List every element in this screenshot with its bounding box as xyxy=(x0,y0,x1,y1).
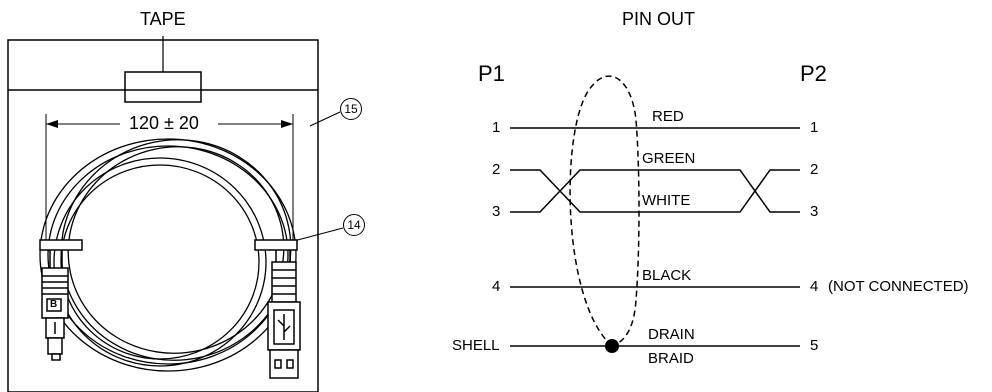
pin-left-1: 1 xyxy=(492,119,501,136)
dimension-label: 120 ± 20 xyxy=(129,113,199,133)
cable-coil-outer-b xyxy=(47,145,289,365)
connector-b-label: B xyxy=(50,299,58,310)
callout-bag: 15 xyxy=(340,98,362,120)
callout-14-leader xyxy=(289,227,344,243)
pin-right-1: 1 xyxy=(810,119,819,136)
cable-tie-left xyxy=(39,239,83,251)
pin-left-shell: SHELL xyxy=(452,337,500,354)
cable-coil-mid-b xyxy=(60,164,260,360)
shield-drain-junction xyxy=(605,339,619,353)
pin-right-3: 3 xyxy=(810,203,819,220)
wire-label-black: BLACK xyxy=(642,267,692,284)
pin-left-3: 3 xyxy=(492,203,501,220)
usb-a-connector xyxy=(267,250,301,379)
cable-coil-outer xyxy=(39,138,297,372)
wire-white xyxy=(510,169,800,213)
dim-arrow-left xyxy=(46,120,58,128)
cable-tie-right xyxy=(254,239,298,251)
callout-15-leader xyxy=(309,111,341,127)
pinout-schematic xyxy=(510,75,800,353)
wire-label-drain: DRAIN xyxy=(648,326,695,343)
wire-label-white: WHITE xyxy=(642,192,691,209)
pin-right-5: 5 xyxy=(810,337,819,354)
p1-label: P1 xyxy=(478,61,505,86)
p2-label: P2 xyxy=(800,61,827,86)
wire-label-red: RED xyxy=(652,108,684,125)
wire-green xyxy=(510,169,800,213)
pinout-title: PIN OUT xyxy=(622,9,696,29)
pin-left-2: 2 xyxy=(492,161,501,178)
wire-label-braid: BRAID xyxy=(648,350,694,367)
cable-coil-inner-b xyxy=(67,146,285,354)
pin-right-4: 4 xyxy=(810,278,819,295)
dim-arrow-right xyxy=(281,120,293,128)
tape-label: TAPE xyxy=(140,9,186,29)
cable-coil-mid xyxy=(53,157,267,367)
not-connected-note: (NOT CONNECTED) xyxy=(828,278,969,295)
pin-right-2: 2 xyxy=(810,161,819,178)
shield-loop xyxy=(569,75,640,347)
callout-tie: 14 xyxy=(343,214,365,236)
cable-package-drawing xyxy=(7,36,344,392)
tape-box xyxy=(124,71,202,103)
mini-b-connector xyxy=(41,250,69,361)
wire-label-green: GREEN xyxy=(642,150,696,167)
pin-left-4: 4 xyxy=(492,278,501,295)
